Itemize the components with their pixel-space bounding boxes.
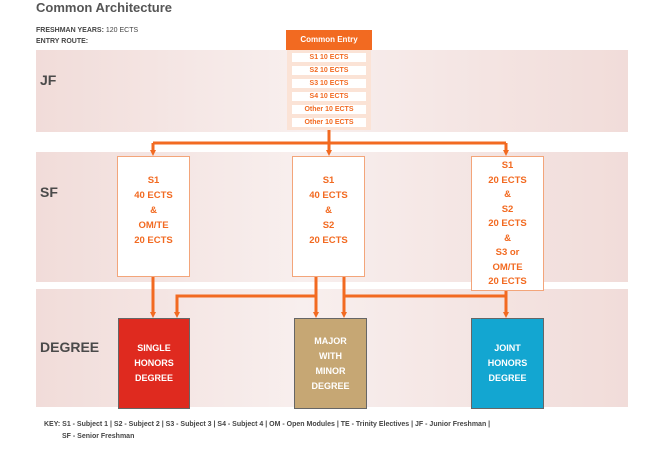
degree-line: MAJOR [314, 335, 347, 346]
entry-module: S1 10 ECTS [292, 53, 366, 62]
sf-line: 40 ECTS [134, 190, 173, 201]
degree-line: JOINT [494, 343, 521, 353]
degree-line: DEGREE [311, 380, 350, 391]
sf-line: 40 ECTS [309, 190, 348, 201]
sf-line: S1 [501, 160, 514, 171]
degree-line: MINOR [315, 365, 346, 376]
sf-line: 20 ECTS [488, 276, 527, 287]
degree-line: HONORS [487, 358, 528, 368]
sf-line: & [504, 189, 511, 200]
sf-line: S2 [322, 220, 335, 231]
page-title: Common Architecture [36, 0, 173, 15]
entry-route-label: ENTRY ROUTE: [36, 38, 89, 45]
sf-line: 20 ECTS [134, 235, 173, 246]
entry-module: Other 10 ECTS [292, 118, 366, 127]
degree-box-single-honors: SINGLE HONORS DEGREE [118, 318, 190, 409]
degree-box-major-minor: MAJOR WITH MINOR DEGREE [294, 318, 367, 409]
band-label-jf: JF [40, 72, 57, 88]
degree-line: SINGLE [137, 343, 171, 353]
sf-box-joint: S1 20 ECTS & S2 20 ECTS & S3 or OM/TE 20… [471, 156, 544, 291]
entry-module: S2 10 ECTS [292, 66, 366, 75]
band-label-degree: DEGREE [40, 339, 100, 355]
sf-line: OM/TE [138, 220, 169, 231]
band-label-sf: SF [40, 184, 58, 200]
degree-line: HONORS [134, 358, 174, 368]
freshman-years-label: FRESHMAN YEARS: [36, 27, 104, 34]
common-entry-header: Common Entry [286, 30, 372, 50]
sf-line: 20 ECTS [309, 235, 348, 246]
common-entry-modules: S1 10 ECTS S2 10 ECTS S3 10 ECTS S4 10 E… [287, 50, 371, 130]
sf-line: S1 [147, 175, 160, 186]
sf-box-single: S1 40 ECTS & OM/TE 20 ECTS [117, 156, 190, 277]
entry-module: S4 10 ECTS [292, 92, 366, 101]
degree-line: DEGREE [134, 373, 173, 383]
sf-line: & [150, 205, 157, 216]
entry-route: ENTRY ROUTE: [36, 38, 88, 45]
degree-line: DEGREE [488, 373, 527, 383]
freshman-years: FRESHMAN YEARS: 120 ECTS [36, 27, 138, 34]
entry-module: Other 10 ECTS [292, 105, 366, 114]
arrow-sf2-to-single [174, 276, 318, 318]
degree-box-joint-honors: JOINT HONORS DEGREE [471, 318, 544, 409]
freshman-years-value: 120 ECTS [105, 27, 139, 34]
degree-line: WITH [319, 350, 342, 361]
sf-line: 20 ECTS [488, 174, 527, 186]
sf-box-major-minor: S1 40 ECTS & S2 20 ECTS [292, 156, 365, 277]
sf-line: S1 [322, 175, 335, 186]
key-line-2: SF - Senior Freshman [62, 433, 135, 440]
sf-line: & [325, 205, 332, 216]
entry-module: S3 10 ECTS [292, 79, 366, 88]
sf-line: OM/TE [492, 261, 523, 273]
sf-line: 20 ECTS [488, 218, 527, 229]
sf-line: & [504, 232, 511, 244]
legend-key: KEY: S1 - Subject 1 | S2 - Subject 2 | S… [44, 419, 584, 443]
sf-line: S3 or [495, 247, 520, 258]
sf-line: S2 [501, 203, 514, 215]
key-line-1: KEY: S1 - Subject 1 | S2 - Subject 2 | S… [44, 421, 491, 428]
